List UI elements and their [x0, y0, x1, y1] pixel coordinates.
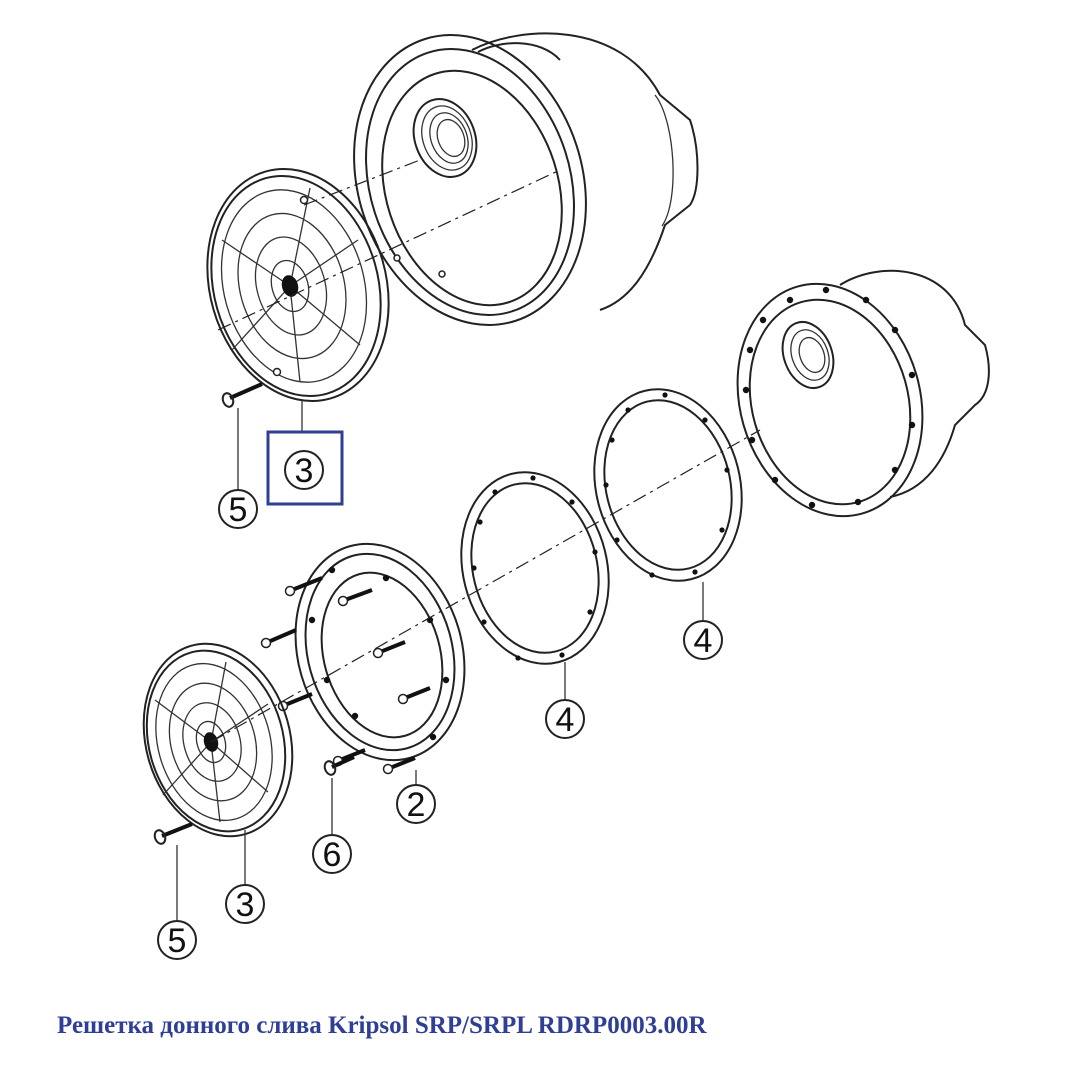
- callout-number: 2: [407, 786, 426, 824]
- product-caption: Решетка донного слива Kripsol SRP/SRPL R…: [57, 1012, 707, 1039]
- upper-grate-screw: [221, 382, 263, 408]
- gasket-right: [593, 388, 743, 582]
- callout-lower-screw: 5: [157, 920, 197, 960]
- clamp-flange: [294, 542, 466, 762]
- right-drain-body: [736, 269, 990, 518]
- callout-lower-grate: 3: [225, 884, 265, 924]
- lower-grate-screw: [153, 822, 193, 845]
- callout-number: 6: [323, 836, 342, 874]
- callout-number: 4: [556, 701, 575, 739]
- gasket-mid: [460, 471, 610, 665]
- callout-number: 5: [168, 922, 187, 960]
- callout-gasket-mid: 4: [545, 699, 585, 739]
- callout-flange: 2: [396, 784, 436, 824]
- upper-grate: [206, 168, 390, 402]
- callout-upper-grate: 3: [266, 430, 344, 506]
- callout-upper-screw: 5: [218, 489, 258, 529]
- center-axis-lines: [210, 159, 761, 743]
- callout-gasket-right: 4: [683, 620, 723, 660]
- lower-grate: [142, 642, 294, 838]
- exploded-parts-diagram: 3 5 4 4 2 6 3 5: [142, 32, 990, 960]
- callout-number: 3: [236, 886, 255, 924]
- callout-number: 5: [229, 491, 248, 529]
- callout-flange-screw: 6: [312, 834, 352, 874]
- flange-screw-single: [323, 755, 355, 776]
- callout-number: 3: [295, 452, 314, 490]
- flange-screws: [260, 576, 431, 775]
- callout-number: 4: [694, 622, 713, 660]
- leader-lines: [176, 400, 704, 920]
- upper-drain-body: [353, 32, 699, 326]
- highlight-box: [266, 430, 344, 506]
